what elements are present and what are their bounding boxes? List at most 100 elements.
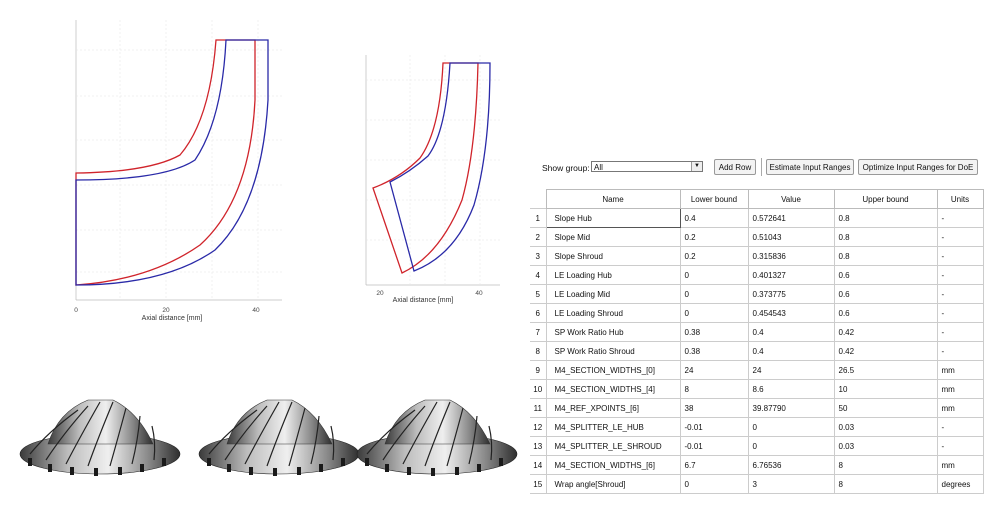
show-group-select[interactable]: All ▼ <box>591 161 703 172</box>
cell-lower-bound[interactable]: 0 <box>679 474 749 494</box>
estimate-input-ranges-button[interactable]: Estimate Input Ranges <box>766 159 854 175</box>
cell-units[interactable]: degrees <box>936 474 984 494</box>
cell-lower-bound[interactable]: 24 <box>679 360 749 380</box>
cell-units[interactable]: - <box>936 417 984 437</box>
cell-lower-bound[interactable]: 0 <box>679 265 749 285</box>
cell-name[interactable]: SP Work Ratio Shroud <box>545 341 681 361</box>
cell-value[interactable]: 6.76536 <box>747 455 835 475</box>
cell-lower-bound[interactable]: -0.01 <box>679 436 749 456</box>
cell-value[interactable]: 0 <box>747 436 835 456</box>
cell-value[interactable]: 0.373775 <box>747 284 835 304</box>
add-row-button[interactable]: Add Row <box>714 159 756 175</box>
column-header-upper-bound[interactable]: Upper bound <box>833 189 938 209</box>
column-header-lower-bound[interactable]: Lower bound <box>679 189 749 209</box>
cell-name[interactable]: M4_SECTION_WIDTHS_[0] <box>545 360 681 380</box>
cell-lower-bound[interactable]: 0.38 <box>679 341 749 361</box>
cell-value[interactable]: 0.454543 <box>747 303 835 323</box>
cell-value[interactable]: 24 <box>747 360 835 380</box>
cell-name[interactable]: LE Loading Mid <box>545 284 681 304</box>
cell-name[interactable]: Wrap angle[Shroud] <box>545 474 681 494</box>
cell-units[interactable]: mm <box>936 379 984 399</box>
cell-units[interactable]: - <box>936 227 984 247</box>
cell-name[interactable]: SP Work Ratio Hub <box>545 322 681 342</box>
cell-name[interactable]: M4_SPLITTER_LE_HUB <box>545 417 681 437</box>
cell-value[interactable]: 0 <box>747 417 835 437</box>
cell-units[interactable]: mm <box>936 455 984 475</box>
cell-upper-bound[interactable]: 0.42 <box>833 322 938 342</box>
cell-value[interactable]: 39.87790 <box>747 398 835 418</box>
cell-upper-bound[interactable]: 0.6 <box>833 265 938 285</box>
cell-name[interactable]: M4_REF_XPOINTS_[6] <box>545 398 681 418</box>
cell-units[interactable]: - <box>936 322 984 342</box>
cell-name[interactable]: M4_SECTION_WIDTHS_[6] <box>545 455 681 475</box>
cell-lower-bound[interactable]: 0 <box>679 303 749 323</box>
cell-units[interactable]: mm <box>936 398 984 418</box>
cell-upper-bound[interactable]: 8 <box>833 474 938 494</box>
cell-lower-bound[interactable]: 8 <box>679 379 749 399</box>
cell-upper-bound[interactable]: 0.8 <box>833 208 938 228</box>
cell-value[interactable]: 0.315836 <box>747 246 835 266</box>
cell-upper-bound[interactable]: 26.5 <box>833 360 938 380</box>
cell-value[interactable]: 0.401327 <box>747 265 835 285</box>
column-header-units[interactable]: Units <box>936 189 984 209</box>
chevron-down-icon[interactable]: ▼ <box>691 162 702 171</box>
cell-lower-bound[interactable]: 0.2 <box>679 227 749 247</box>
cell-units[interactable]: - <box>936 341 984 361</box>
cell-value[interactable]: 0.51043 <box>747 227 835 247</box>
cell-units[interactable]: - <box>936 436 984 456</box>
cell-upper-bound[interactable]: 0.42 <box>833 341 938 361</box>
cell-units[interactable]: - <box>936 303 984 323</box>
cell-upper-bound[interactable]: 0.03 <box>833 417 938 437</box>
cell-lower-bound[interactable]: 0.4 <box>679 208 749 228</box>
column-header-value[interactable]: Value <box>747 189 835 209</box>
cell-lower-bound[interactable]: 0.38 <box>679 322 749 342</box>
cell-units[interactable]: mm <box>936 360 984 380</box>
cell-lower-bound[interactable]: 38 <box>679 398 749 418</box>
optimize-input-ranges-button[interactable]: Optimize Input Ranges for DoE <box>858 159 978 175</box>
cell-name[interactable]: LE Loading Shroud <box>545 303 681 323</box>
cell-name[interactable]: Slope Hub <box>545 208 681 228</box>
cell-name[interactable]: LE Loading Hub <box>545 265 681 285</box>
cell-name[interactable]: Slope Mid <box>545 227 681 247</box>
cell-lower-bound[interactable]: 6.7 <box>679 455 749 475</box>
cell-lower-bound[interactable]: 0 <box>679 284 749 304</box>
cell-upper-bound[interactable]: 50 <box>833 398 938 418</box>
cell-upper-bound[interactable]: 8 <box>833 455 938 475</box>
cell-upper-bound[interactable]: 0.03 <box>833 436 938 456</box>
cell-name[interactable]: M4_SECTION_WIDTHS_[4] <box>545 379 681 399</box>
cell-name[interactable]: Slope Shroud <box>545 246 681 266</box>
cell-value[interactable]: 8.6 <box>747 379 835 399</box>
cell-upper-bound[interactable]: 0.6 <box>833 303 938 323</box>
cell-upper-bound[interactable]: 0.8 <box>833 227 938 247</box>
cell-value[interactable]: 3 <box>747 474 835 494</box>
cell-units[interactable]: - <box>936 265 984 285</box>
cell-units[interactable]: - <box>936 208 984 228</box>
cell-upper-bound[interactable]: 10 <box>833 379 938 399</box>
cell-lower-bound[interactable]: -0.01 <box>679 417 749 437</box>
cell-lower-bound[interactable]: 0.2 <box>679 246 749 266</box>
cell-value[interactable]: 0.572641 <box>747 208 835 228</box>
cell-value[interactable]: 0.4 <box>747 341 835 361</box>
cell-units[interactable]: - <box>936 246 984 266</box>
cell-units[interactable]: - <box>936 284 984 304</box>
column-header-name[interactable]: Name <box>545 189 681 209</box>
cell-upper-bound[interactable]: 0.8 <box>833 246 938 266</box>
cell-name[interactable]: M4_SPLITTER_LE_SHROUD <box>545 436 681 456</box>
cell-upper-bound[interactable]: 0.6 <box>833 284 938 304</box>
cell-value[interactable]: 0.4 <box>747 322 835 342</box>
